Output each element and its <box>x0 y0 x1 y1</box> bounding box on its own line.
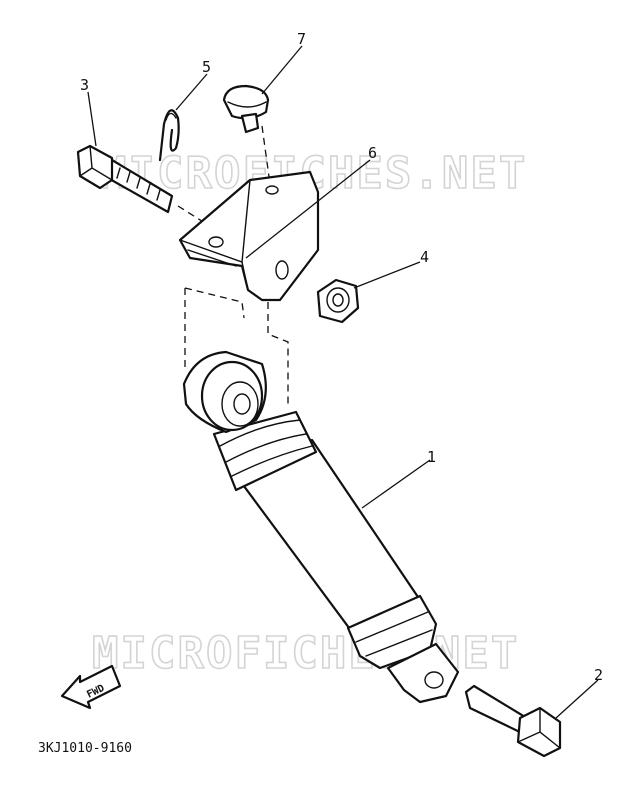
nut-part-4 <box>316 278 360 324</box>
shock-absorber-part-1 <box>182 350 460 704</box>
bolt-part-3 <box>76 144 174 214</box>
callout-2: 2 <box>594 666 603 684</box>
callout-5: 5 <box>202 58 211 76</box>
bolt-part-7 <box>222 84 270 134</box>
cotter-pin-part-5 <box>158 109 180 162</box>
leader-lines <box>87 45 599 719</box>
part-code: 3KJ1010-9160 <box>38 741 132 756</box>
bracket-part-6 <box>178 170 320 302</box>
bolt-part-2 <box>464 684 562 758</box>
callout-1: 1 <box>427 448 436 466</box>
callout-7: 7 <box>297 30 306 48</box>
callout-3: 3 <box>80 76 89 94</box>
callout-6: 6 <box>368 144 377 162</box>
fwd-arrow-icon: FWD <box>60 664 122 710</box>
callout-4: 4 <box>420 248 429 266</box>
